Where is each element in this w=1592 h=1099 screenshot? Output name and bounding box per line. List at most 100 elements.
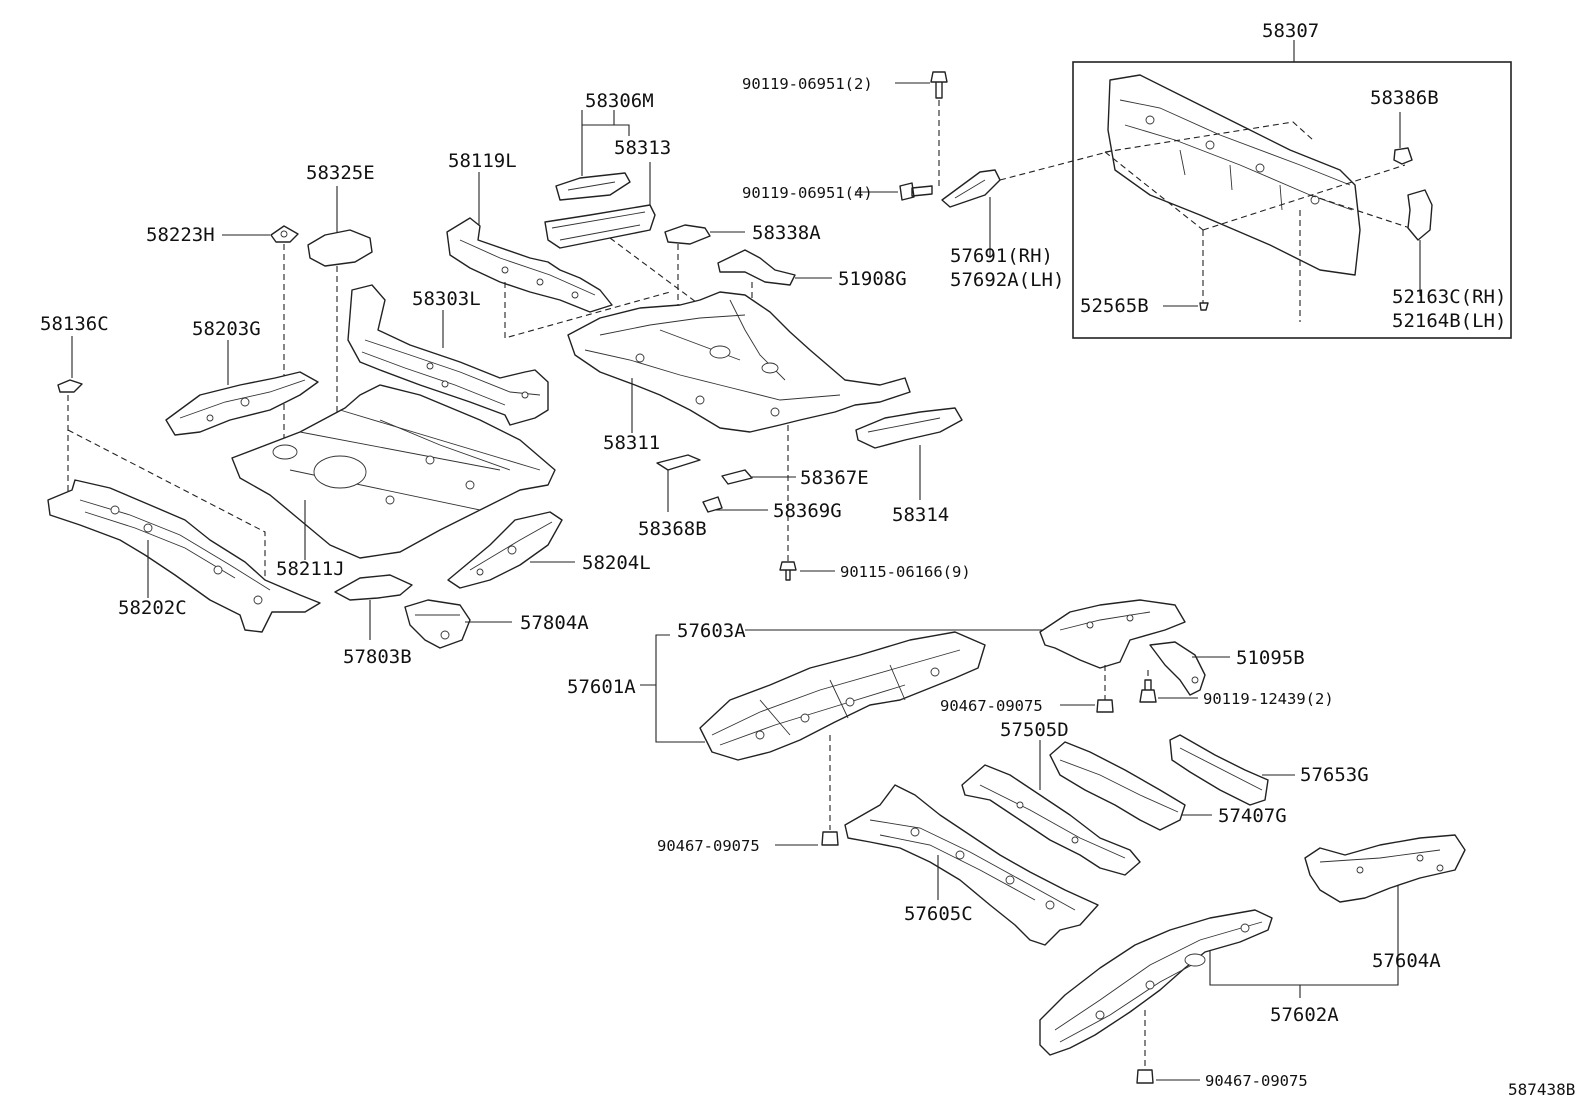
parts-57803-57804 — [334, 574, 512, 649]
parts-58136-58202 — [47, 336, 321, 633]
label-58303L: 58303L — [412, 288, 481, 310]
part-58303L-crossmember[interactable] — [347, 284, 549, 426]
rear-panel-group — [1072, 40, 1512, 339]
parts-51095-group — [1039, 599, 1230, 713]
label-51095B: 51095B — [1236, 647, 1305, 669]
bolt-90119-12439-icon[interactable] — [1139, 679, 1157, 703]
label-58203G: 58203G — [192, 318, 261, 340]
part-58202C-crossmember[interactable] — [47, 479, 321, 633]
label-90467-09075-a: 90467-09075 — [940, 697, 1043, 715]
label-57605C: 57605C — [904, 903, 973, 925]
part-58338A-pad[interactable] — [664, 224, 711, 245]
parts-58325-58223 — [222, 186, 373, 470]
bolt-90119-06951-side-icon[interactable] — [899, 182, 933, 201]
part-57804A-bracket[interactable] — [404, 599, 471, 649]
part-58314-group — [855, 407, 963, 500]
label-58368B: 58368B — [638, 518, 707, 540]
part-58369G-plate[interactable] — [702, 496, 723, 513]
part-58119L-member[interactable] — [446, 217, 613, 313]
diagram-reference-number: 587438B — [1508, 1080, 1575, 1099]
part-58311-group — [567, 291, 911, 565]
label-52163C-rh: 52163C(RH) — [1392, 286, 1506, 308]
parts-57601-57603 — [640, 629, 1045, 846]
label-52164B-lh: 52164B(LH) — [1392, 310, 1506, 332]
part-58204L-group — [447, 511, 575, 589]
part-57653G-group — [1169, 734, 1295, 806]
label-57601A: 57601A — [567, 676, 636, 698]
part-58368B-plate[interactable] — [656, 454, 701, 471]
label-58211J: 58211J — [276, 558, 345, 580]
label-58313: 58313 — [614, 137, 671, 159]
label-57692A-lh: 57692A(LH) — [950, 269, 1064, 291]
label-57505D: 57505D — [1000, 719, 1069, 741]
parts-58306-58313 — [544, 110, 701, 306]
screw-90115-06166-icon[interactable] — [779, 561, 797, 581]
label-58202C: 58202C — [118, 597, 187, 619]
parts-58338-51908 — [664, 224, 832, 380]
part-58306M[interactable] — [555, 172, 631, 201]
part-57407G-member[interactable] — [1049, 741, 1186, 831]
screw-90115-group — [779, 561, 835, 581]
label-58136C: 58136C — [40, 313, 109, 335]
part-58314-panel[interactable] — [855, 407, 963, 449]
part-58203G-group — [165, 340, 319, 436]
label-57653G: 57653G — [1300, 764, 1369, 786]
label-57407G: 57407G — [1218, 805, 1287, 827]
label-58386B: 58386B — [1370, 87, 1439, 109]
label-57691-rh: 57691(RH) — [950, 245, 1053, 267]
part-57505D-member[interactable] — [961, 764, 1141, 876]
label-57602A: 57602A — [1270, 1004, 1339, 1026]
nut-90467-09075-b-icon[interactable] — [821, 831, 839, 846]
part-57605C-sidemember[interactable] — [844, 784, 1099, 946]
part-58311-floor[interactable] — [567, 291, 911, 433]
label-57604A: 57604A — [1372, 950, 1441, 972]
label-58306M: 58306M — [585, 90, 654, 112]
part-58325E-cap[interactable] — [307, 229, 373, 267]
label-58338A: 58338A — [752, 222, 821, 244]
bolt-90119-06951-top-icon[interactable] — [930, 71, 948, 99]
label-58314: 58314 — [892, 504, 949, 526]
part-58386B-bracket[interactable] — [1393, 147, 1413, 165]
small-plates-group — [656, 454, 796, 513]
label-58325E: 58325E — [306, 162, 375, 184]
bolt-bracket-group — [855, 71, 1116, 258]
part-58136C-plug[interactable] — [57, 379, 83, 393]
part-57603A-bracket[interactable] — [1039, 599, 1186, 669]
part-58367E-plate[interactable] — [721, 469, 753, 485]
part-58204L-panel[interactable] — [447, 511, 563, 589]
label-90119-12439: 90119-12439(2) — [1203, 690, 1334, 708]
label-57804A: 57804A — [520, 612, 589, 634]
label-90115-06166: 90115-06166(9) — [840, 563, 971, 581]
label-90467-09075-c: 90467-09075 — [1205, 1072, 1308, 1090]
part-57653G-member[interactable] — [1169, 734, 1269, 806]
label-58367E: 58367E — [800, 467, 869, 489]
part-52163C-panel[interactable] — [1407, 189, 1433, 241]
part-58307-rear-panel[interactable] — [1107, 74, 1361, 276]
rear-panel-frame — [1072, 61, 1512, 339]
label-51908G: 51908G — [838, 268, 907, 290]
part-58303L-group — [347, 284, 549, 426]
label-58119L: 58119L — [448, 150, 517, 172]
part-58119L-group — [446, 172, 671, 339]
part-57602A-group — [1039, 909, 1301, 1084]
part-57601A-sidemember[interactable] — [699, 631, 986, 761]
part-57803B-bracket[interactable] — [334, 574, 413, 601]
label-57803B: 57803B — [343, 646, 412, 668]
part-57407G-group — [1049, 741, 1212, 831]
label-90119-06951-4: 90119-06951(4) — [742, 184, 873, 202]
label-58307: 58307 — [1262, 20, 1319, 42]
label-58204L: 58204L — [582, 552, 651, 574]
part-51095B-bracket[interactable] — [1149, 641, 1206, 696]
part-51908G-bracket[interactable] — [717, 249, 796, 286]
label-58369G: 58369G — [773, 500, 842, 522]
label-90119-06951-2: 90119-06951(2) — [742, 75, 873, 93]
label-90467-09075-b: 90467-09075 — [657, 837, 760, 855]
nut-90467-09075-c-icon[interactable] — [1136, 1069, 1154, 1084]
part-57602A-sidemember[interactable] — [1039, 909, 1273, 1056]
nut-90467-09075-a-icon[interactable] — [1096, 699, 1114, 713]
label-57603A: 57603A — [677, 620, 746, 642]
label-58223H: 58223H — [146, 224, 215, 246]
part-57505D-group — [961, 740, 1141, 876]
part-57604A-group — [1209, 834, 1466, 986]
